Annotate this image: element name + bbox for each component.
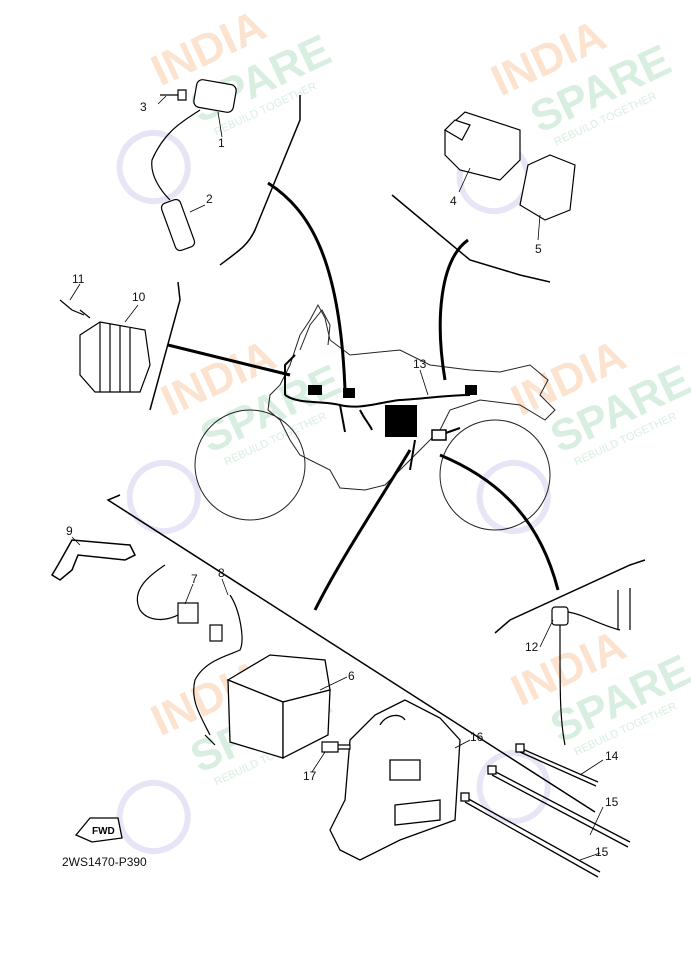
fwd-arrow-icon: FWD (74, 817, 123, 843)
callout-4: 4 (450, 194, 457, 208)
callout-6: 6 (348, 669, 355, 683)
battery-cable-end (204, 734, 216, 746)
callout-12: 12 (525, 640, 539, 654)
starter-switch (551, 606, 569, 626)
panel-borders (106, 95, 646, 813)
panel-cdi (391, 194, 551, 283)
cable-tie-14 (519, 747, 599, 787)
watermark-wrench-icon (126, 460, 201, 535)
battery-bracket (50, 539, 137, 581)
callout-7: 7 (191, 572, 198, 586)
harness-plug (431, 429, 447, 441)
wire-harness (284, 354, 471, 471)
spark-plug-cap (160, 198, 196, 252)
callout-10: 10 (132, 290, 146, 304)
cdi-group (444, 111, 576, 221)
callout-14: 14 (605, 749, 619, 763)
leader-rectifier (167, 343, 291, 377)
leader-cdi (438, 238, 469, 381)
fuse-holder (177, 602, 199, 624)
callout-13: 13 (413, 357, 427, 371)
leader-ignition-coil (267, 181, 347, 391)
harness-connector-3 (465, 385, 477, 395)
watermark-wrench-icon (476, 460, 551, 535)
fwd-label: FWD (92, 826, 115, 837)
battery-positive-cable (193, 594, 243, 736)
callout-15a: 15 (605, 795, 619, 809)
fuse-wire (136, 564, 186, 620)
ignition-coil-group (151, 79, 237, 252)
callout-11: 11 (72, 272, 85, 286)
callout-9: 9 (66, 524, 73, 538)
battery-case (329, 699, 461, 861)
starter-switch-wire (559, 611, 621, 746)
cable-tie-14-head (515, 743, 525, 753)
callout-17: 17 (303, 769, 317, 783)
harness-connector-2 (343, 388, 355, 398)
callout-8: 8 (218, 566, 225, 580)
rear-wheel (439, 419, 551, 531)
ignition-wire (151, 109, 201, 201)
rectifier-fins (99, 322, 131, 392)
callout-1: 1 (218, 136, 225, 150)
panel-ignition (219, 95, 301, 266)
callout-15b: 15 (595, 845, 609, 859)
watermark-bottom-right: INDIA SPARE REBUILD TOGETHER (476, 621, 691, 825)
harness-connector-1 (308, 385, 322, 395)
callout-2: 2 (206, 192, 213, 206)
callout-3: 3 (140, 100, 147, 114)
callout-numbers: 1 2 3 4 5 6 7 8 9 10 11 12 13 14 15 15 1… (66, 100, 619, 859)
leader-battery (313, 449, 412, 611)
leader-starter-switch (439, 453, 560, 591)
rectifier-group (59, 299, 151, 393)
case-bolt (321, 741, 351, 753)
cable-tie-15a (491, 769, 631, 848)
fuse-cable-group (136, 564, 243, 746)
battery (226, 654, 331, 760)
battery-terminal-clip (209, 624, 223, 642)
coil-bolt (160, 89, 187, 101)
leader-lines (167, 181, 560, 611)
callout-leaders (69, 95, 604, 861)
motorcycle-outline (194, 303, 556, 531)
cable-tie-15b (464, 796, 601, 878)
rectifier-regulator (79, 321, 151, 393)
watermark-middle-right: INDIA SPARE REBUILD TOGETHER (476, 331, 691, 535)
handlebar-outline (299, 309, 331, 351)
starter-switch-group (551, 588, 631, 746)
figure-code: 2WS1470-P390 (62, 855, 147, 869)
cable-tie-15b-head (460, 792, 470, 802)
callout-5: 5 (535, 242, 542, 256)
harness-relay-block (385, 405, 417, 437)
callout-16: 16 (470, 730, 484, 744)
starter-switch-leads (617, 588, 631, 630)
watermark-wrench-icon (116, 130, 191, 205)
watermark-wrench-icon (476, 750, 551, 825)
front-wheel (194, 409, 306, 521)
cdi-connector (444, 119, 471, 141)
cable-ties (460, 743, 631, 878)
panel-starter (494, 559, 646, 634)
panel-rectifier (149, 281, 181, 411)
cable-tie-15a-head (487, 765, 497, 775)
watermark-wrench-icon (116, 780, 191, 855)
panel-battery (106, 494, 596, 813)
rectifier-bolt (59, 299, 91, 319)
battery-side (282, 689, 331, 760)
ignition-coil (193, 79, 237, 113)
cdi-rubber-cover (519, 154, 576, 221)
body-outline (267, 303, 556, 491)
